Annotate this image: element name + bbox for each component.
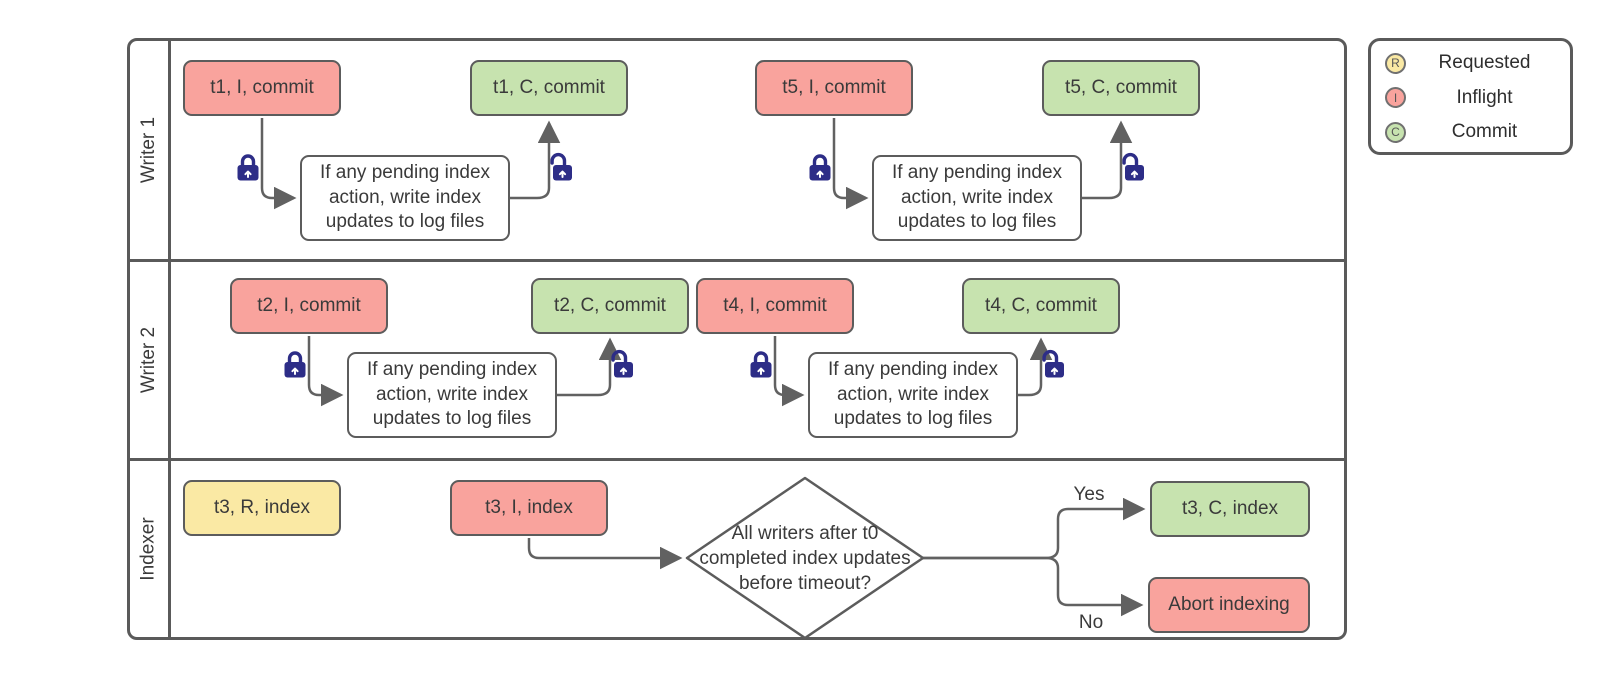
legend-label: Commit (1451, 121, 1518, 142)
lane-title: Writer 1 (138, 116, 160, 184)
lane-writer-1: Writer 1 (130, 41, 1344, 262)
node-t3-commit: t3, C, index (1150, 481, 1310, 537)
commit-badge-icon: C (1385, 121, 1406, 143)
legend-label: Requested (1438, 52, 1531, 73)
log-note-box: If any pending index action, write index… (300, 155, 510, 241)
lane-title: Indexer (138, 517, 159, 581)
lane-writer-2: Writer 2 (130, 262, 1344, 461)
log-note-box: If any pending index action, write index… (808, 352, 1018, 438)
requested-badge-icon: R (1385, 52, 1406, 74)
node-abort-indexing: Abort indexing (1148, 577, 1310, 633)
node-t4-inflight: t4, I, commit (696, 278, 854, 334)
node-t5-inflight: t5, I, commit (755, 60, 913, 116)
lane-title: Writer 2 (138, 326, 160, 394)
log-note-box: If any pending index action, write index… (872, 155, 1082, 241)
legend-row-requested: R Requested (1385, 52, 1558, 74)
node-t5-commit: t5, C, commit (1042, 60, 1200, 116)
inflight-badge-icon: I (1385, 87, 1406, 108)
node-t4-commit: t4, C, commit (962, 278, 1120, 334)
no-label: No (1078, 612, 1104, 633)
node-t3-requested: t3, R, index (183, 480, 341, 536)
legend: R Requested I Inflight C Commit (1368, 38, 1573, 155)
lane-label-writer-1: Writer 1 (130, 41, 171, 259)
node-t3-inflight: t3, I, index (450, 480, 608, 536)
legend-row-commit: C Commit (1385, 121, 1558, 143)
log-note-box: If any pending index action, write index… (347, 352, 557, 438)
decision-text: All writers after t0 completed index upd… (699, 523, 911, 595)
legend-row-inflight: I Inflight (1385, 87, 1558, 109)
lane-label-writer-2: Writer 2 (130, 262, 171, 458)
lane-indexer: Indexer (130, 461, 1344, 637)
yes-label: Yes (1073, 484, 1105, 505)
node-t1-inflight: t1, I, commit (183, 60, 341, 116)
legend-label: Inflight (1456, 86, 1513, 108)
node-t2-commit: t2, C, commit (531, 278, 689, 334)
node-t1-commit: t1, C, commit (470, 60, 628, 116)
node-t2-inflight: t2, I, commit (230, 278, 388, 334)
lane-label-indexer: Indexer (130, 461, 171, 637)
